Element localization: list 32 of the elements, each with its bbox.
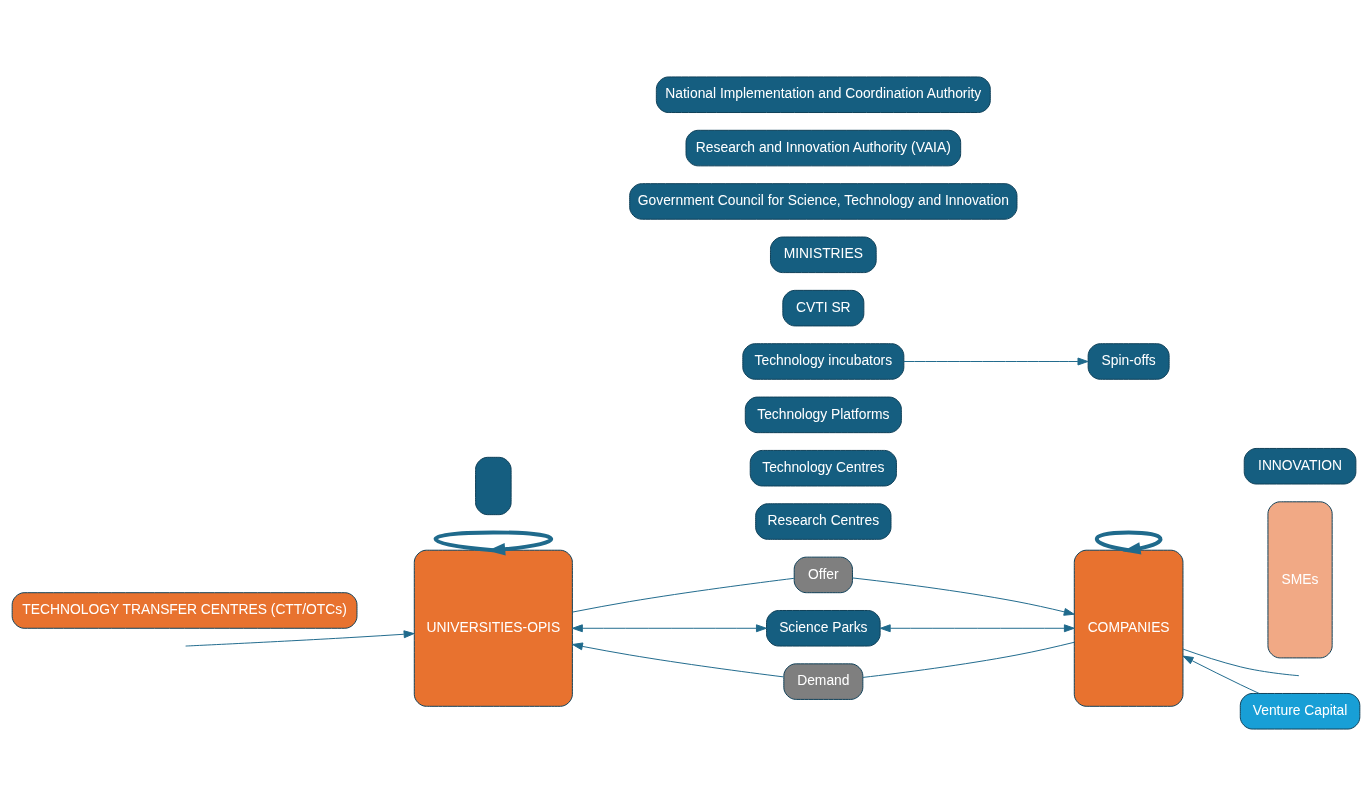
arrow [572, 641, 784, 677]
node-box: Technology incubators [742, 342, 905, 380]
node-box: UNIVERSITIES-OPIS [413, 549, 573, 707]
node-box: Government Council for Science, Technology and Innovation [629, 182, 1018, 220]
node-box: Technology Centres [749, 449, 897, 486]
node-box: MINISTRIES [770, 236, 877, 273]
node-box: Research Centres [755, 502, 892, 540]
arrow [852, 576, 1075, 616]
node-box: Demand [783, 662, 864, 700]
node-box [475, 456, 512, 515]
node-box: INNOVATION [1243, 447, 1357, 484]
arrow [903, 357, 1089, 365]
connector [862, 641, 1075, 678]
node-box: Offer [793, 556, 853, 593]
arrow [434, 529, 553, 555]
arrow [572, 623, 767, 632]
arrow [185, 629, 415, 647]
connector [572, 577, 795, 613]
arrow [1095, 529, 1163, 554]
node-box: Science Parks [766, 609, 881, 647]
arrow [1182, 655, 1260, 694]
node-box: TECHNOLOGY TRANSFER CENTRES (CTT/OTCs) [11, 591, 358, 629]
node-box: Spin-offs [1087, 342, 1170, 380]
node-box: SMEs [1267, 500, 1333, 658]
arrow [879, 623, 1075, 632]
node-box: Technology Platforms [744, 396, 902, 433]
node-box: Research and Innovation Authority (VAIA) [685, 129, 962, 166]
node-box: National Implementation and Coordination Authority [655, 75, 991, 113]
connector [1182, 648, 1300, 676]
node-box: CVTI SR [782, 289, 865, 326]
node-box: Venture Capital [1239, 692, 1361, 730]
node-box: COMPANIES [1073, 549, 1184, 707]
